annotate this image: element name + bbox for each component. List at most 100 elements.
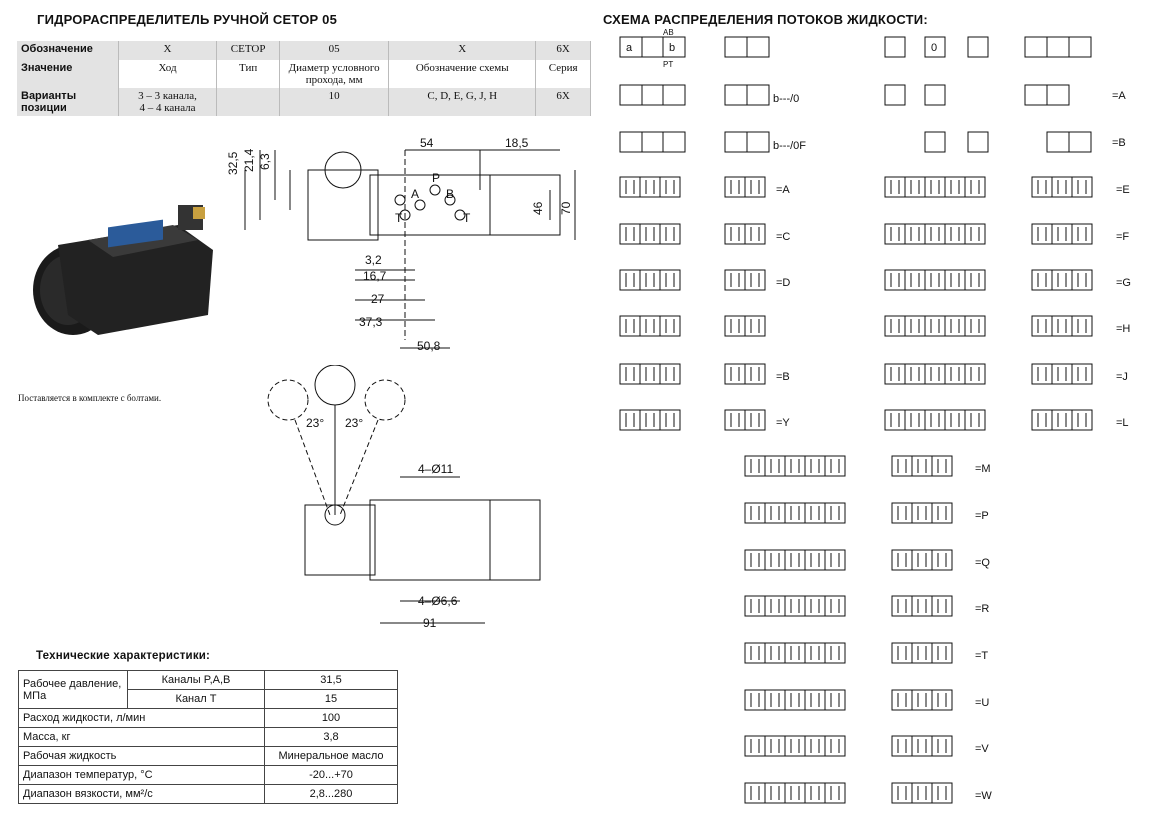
valve-cell [804, 502, 826, 524]
valve-cell [1031, 315, 1053, 337]
port-label: B [446, 187, 454, 201]
solenoid-end [489, 174, 561, 236]
tech-table: Рабочее давление, МПа Каналы P,A,B 31,5 … [18, 670, 398, 804]
valve-cell [824, 642, 846, 664]
valve-cell [904, 363, 926, 385]
valve-cell [724, 363, 746, 385]
valve-cell [904, 315, 926, 337]
cell: 3 – 3 канала, 4 – 4 канала [118, 88, 218, 116]
valve-cell [804, 735, 826, 757]
port-label: T [395, 211, 403, 225]
suffix-0: b---/0 [773, 93, 799, 105]
valve-cell [824, 782, 846, 804]
spec-label: Диапазон вязкости, мм²/с [18, 784, 265, 804]
dim-label: 18,5 [505, 136, 529, 150]
scheme-title: СХЕМА РАСПРЕДЕЛЕНИЯ ПОТОКОВ ЖИДКОСТИ: [603, 12, 928, 27]
dim-label: 21,4 [242, 148, 256, 172]
valve-cell [931, 549, 953, 571]
spec-label: Рабочая жидкость [18, 746, 265, 766]
grid-label: =B [776, 371, 790, 383]
valve-cell [744, 223, 766, 245]
valve-cell [824, 735, 846, 757]
valve-cell [964, 409, 986, 431]
spec-label: Диапазон температур, °C [18, 765, 265, 785]
cell: X [388, 41, 537, 60]
valve-cell [1071, 363, 1093, 385]
valve-cell [1051, 409, 1073, 431]
valve-cell [824, 549, 846, 571]
port-pt: PT [663, 60, 673, 69]
valve-cell [1051, 269, 1073, 291]
valve-cell [891, 782, 913, 804]
valve-cell [964, 176, 986, 198]
grid-label: =W [975, 790, 992, 802]
valve-cell [1031, 269, 1053, 291]
valve-cell [619, 409, 641, 431]
spec-sub: Каналы P,A,B [127, 670, 265, 690]
grid-label: =C [776, 231, 790, 243]
valve-cell [784, 782, 806, 804]
row-head-designation: Обозначение [17, 41, 119, 60]
grid-label: =A [776, 184, 790, 196]
grid-label: =G [1116, 277, 1131, 289]
valve-cell [659, 223, 681, 245]
valve-cell [764, 735, 786, 757]
cell: 6X [535, 88, 591, 116]
cell: Серия [535, 60, 591, 88]
valve-cell [964, 315, 986, 337]
cell [216, 88, 281, 116]
valve-cell [639, 315, 661, 337]
spec-label: Масса, кг [18, 727, 265, 747]
angle-label: 23° [345, 416, 363, 430]
valve-cell [964, 223, 986, 245]
valve-cell [1051, 223, 1073, 245]
grid-label: =P [975, 510, 989, 522]
cell: Тип [216, 60, 281, 88]
valve-cell [619, 176, 641, 198]
scheme-symbols: AB PT a b 0 b---/0 b---/0F =A =B =A =E =… [619, 28, 1131, 804]
valve-cell [744, 315, 766, 337]
valve-cell [924, 315, 946, 337]
valve-cell [884, 176, 906, 198]
valve-photo [33, 205, 213, 335]
valve-cell [724, 176, 746, 198]
valve-cell [744, 502, 766, 524]
valve-cell [804, 689, 826, 711]
angle-label: 23° [306, 416, 324, 430]
valve-cell [764, 549, 786, 571]
handle-box [307, 169, 379, 241]
valve-cell [964, 269, 986, 291]
spec-value: Минеральное масло [264, 746, 398, 766]
valve-cell [639, 176, 661, 198]
grid-label: =T [975, 650, 988, 662]
grid-label: =V [975, 743, 989, 755]
row-head-variants: Варианты позиции [17, 88, 119, 116]
valve-cell [924, 176, 946, 198]
valve-cell [891, 455, 913, 477]
valve-cell [911, 689, 933, 711]
handle-knob [324, 151, 362, 189]
valve-cell [764, 595, 786, 617]
valve-cell [924, 409, 946, 431]
valve-cell [764, 642, 786, 664]
valve-cell [659, 176, 681, 198]
top-label-b: =B [1112, 137, 1126, 149]
valve-cell [744, 595, 766, 617]
valve-cell [1031, 176, 1053, 198]
valve-cell [1071, 409, 1093, 431]
valve-cell [824, 595, 846, 617]
valve-cell [804, 782, 826, 804]
valve-cell [784, 455, 806, 477]
valve-cell [824, 455, 846, 477]
spec-value: 15 [264, 689, 398, 709]
valve-cell [1051, 363, 1073, 385]
dim-label: 37,3 [359, 315, 383, 329]
valve-cell [724, 315, 746, 337]
cell: C, D, E, G, J, H [388, 88, 537, 116]
valve-cell [891, 689, 913, 711]
dim-label: 32,5 [226, 151, 240, 175]
symbol-grid [619, 176, 1093, 804]
valve-cell [784, 502, 806, 524]
valve-cell [944, 223, 966, 245]
valve-cell [744, 363, 766, 385]
